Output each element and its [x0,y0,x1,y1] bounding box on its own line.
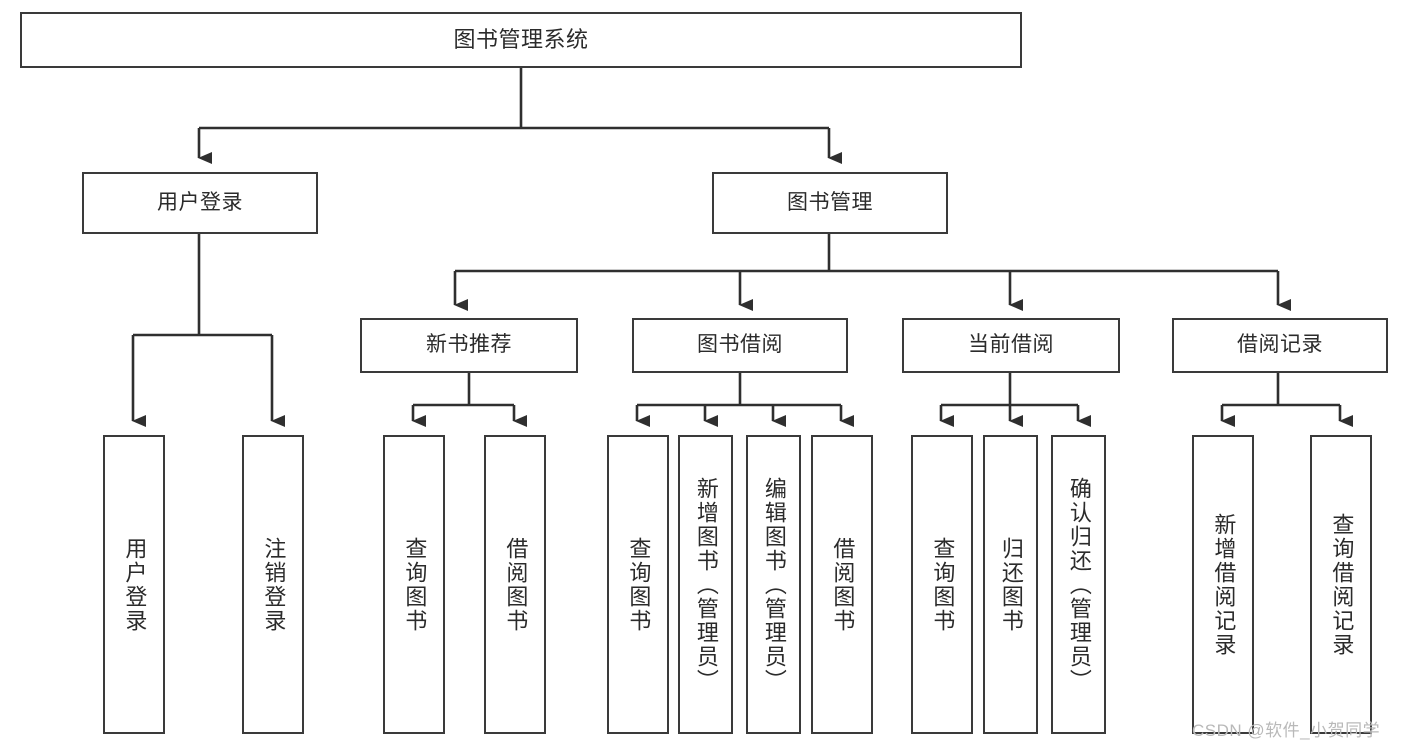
node-leaf-query-book-recommend[interactable]: 查询图书 [383,435,445,734]
node-label: 新增图书（管理员） [693,476,719,693]
node-label: 编辑图书（管理员） [761,476,787,693]
node-leaf-edit-book-admin[interactable]: 编辑图书（管理员） [746,435,801,734]
node-label: 当前借阅 [968,333,1054,357]
node-label: 图书管理 [787,190,873,214]
node-label: 借阅图书 [503,536,529,633]
node-label: 用户登录 [157,190,243,214]
node-leaf-borrow-book-recommend[interactable]: 借阅图书 [484,435,546,734]
node-label: 新增借阅记录 [1211,512,1237,657]
node-label: 归还图书 [998,536,1024,633]
node-label: 查询图书 [402,536,428,633]
node-label: 查询借阅记录 [1329,512,1355,657]
node-label: 查询图书 [626,536,652,633]
node-label: 确认归还（管理员） [1066,476,1092,693]
node-leaf-query-book-borrow[interactable]: 查询图书 [607,435,669,734]
node-label: 查询图书 [930,536,956,633]
node-book-borrow[interactable]: 图书借阅 [632,318,848,373]
node-borrow-record[interactable]: 借阅记录 [1172,318,1388,373]
node-leaf-add-borrow-record[interactable]: 新增借阅记录 [1192,435,1254,734]
node-label: 新书推荐 [426,333,512,357]
node-current-borrow[interactable]: 当前借阅 [902,318,1120,373]
node-leaf-confirm-return-admin[interactable]: 确认归还（管理员） [1051,435,1106,734]
watermark-text: CSDN @软件_小贺同学 [1192,721,1381,740]
node-label: 用户登录 [122,536,148,633]
node-leaf-logout[interactable]: 注销登录 [242,435,304,734]
node-leaf-query-borrow-record[interactable]: 查询借阅记录 [1310,435,1372,734]
node-label: 借阅图书 [830,536,856,633]
node-leaf-user-login[interactable]: 用户登录 [103,435,165,734]
node-new-book-recommend[interactable]: 新书推荐 [360,318,578,373]
node-leaf-query-book-current[interactable]: 查询图书 [911,435,973,734]
node-book-management[interactable]: 图书管理 [712,172,948,234]
node-leaf-add-book-admin[interactable]: 新增图书（管理员） [678,435,733,734]
node-label: 图书管理系统 [453,27,589,53]
node-leaf-borrow-book[interactable]: 借阅图书 [811,435,873,734]
node-user-login[interactable]: 用户登录 [82,172,318,234]
node-label: 借阅记录 [1237,333,1323,357]
node-leaf-return-book[interactable]: 归还图书 [983,435,1038,734]
node-label: 注销登录 [261,536,287,633]
node-root-system[interactable]: 图书管理系统 [20,12,1022,68]
node-label: 图书借阅 [697,333,783,357]
